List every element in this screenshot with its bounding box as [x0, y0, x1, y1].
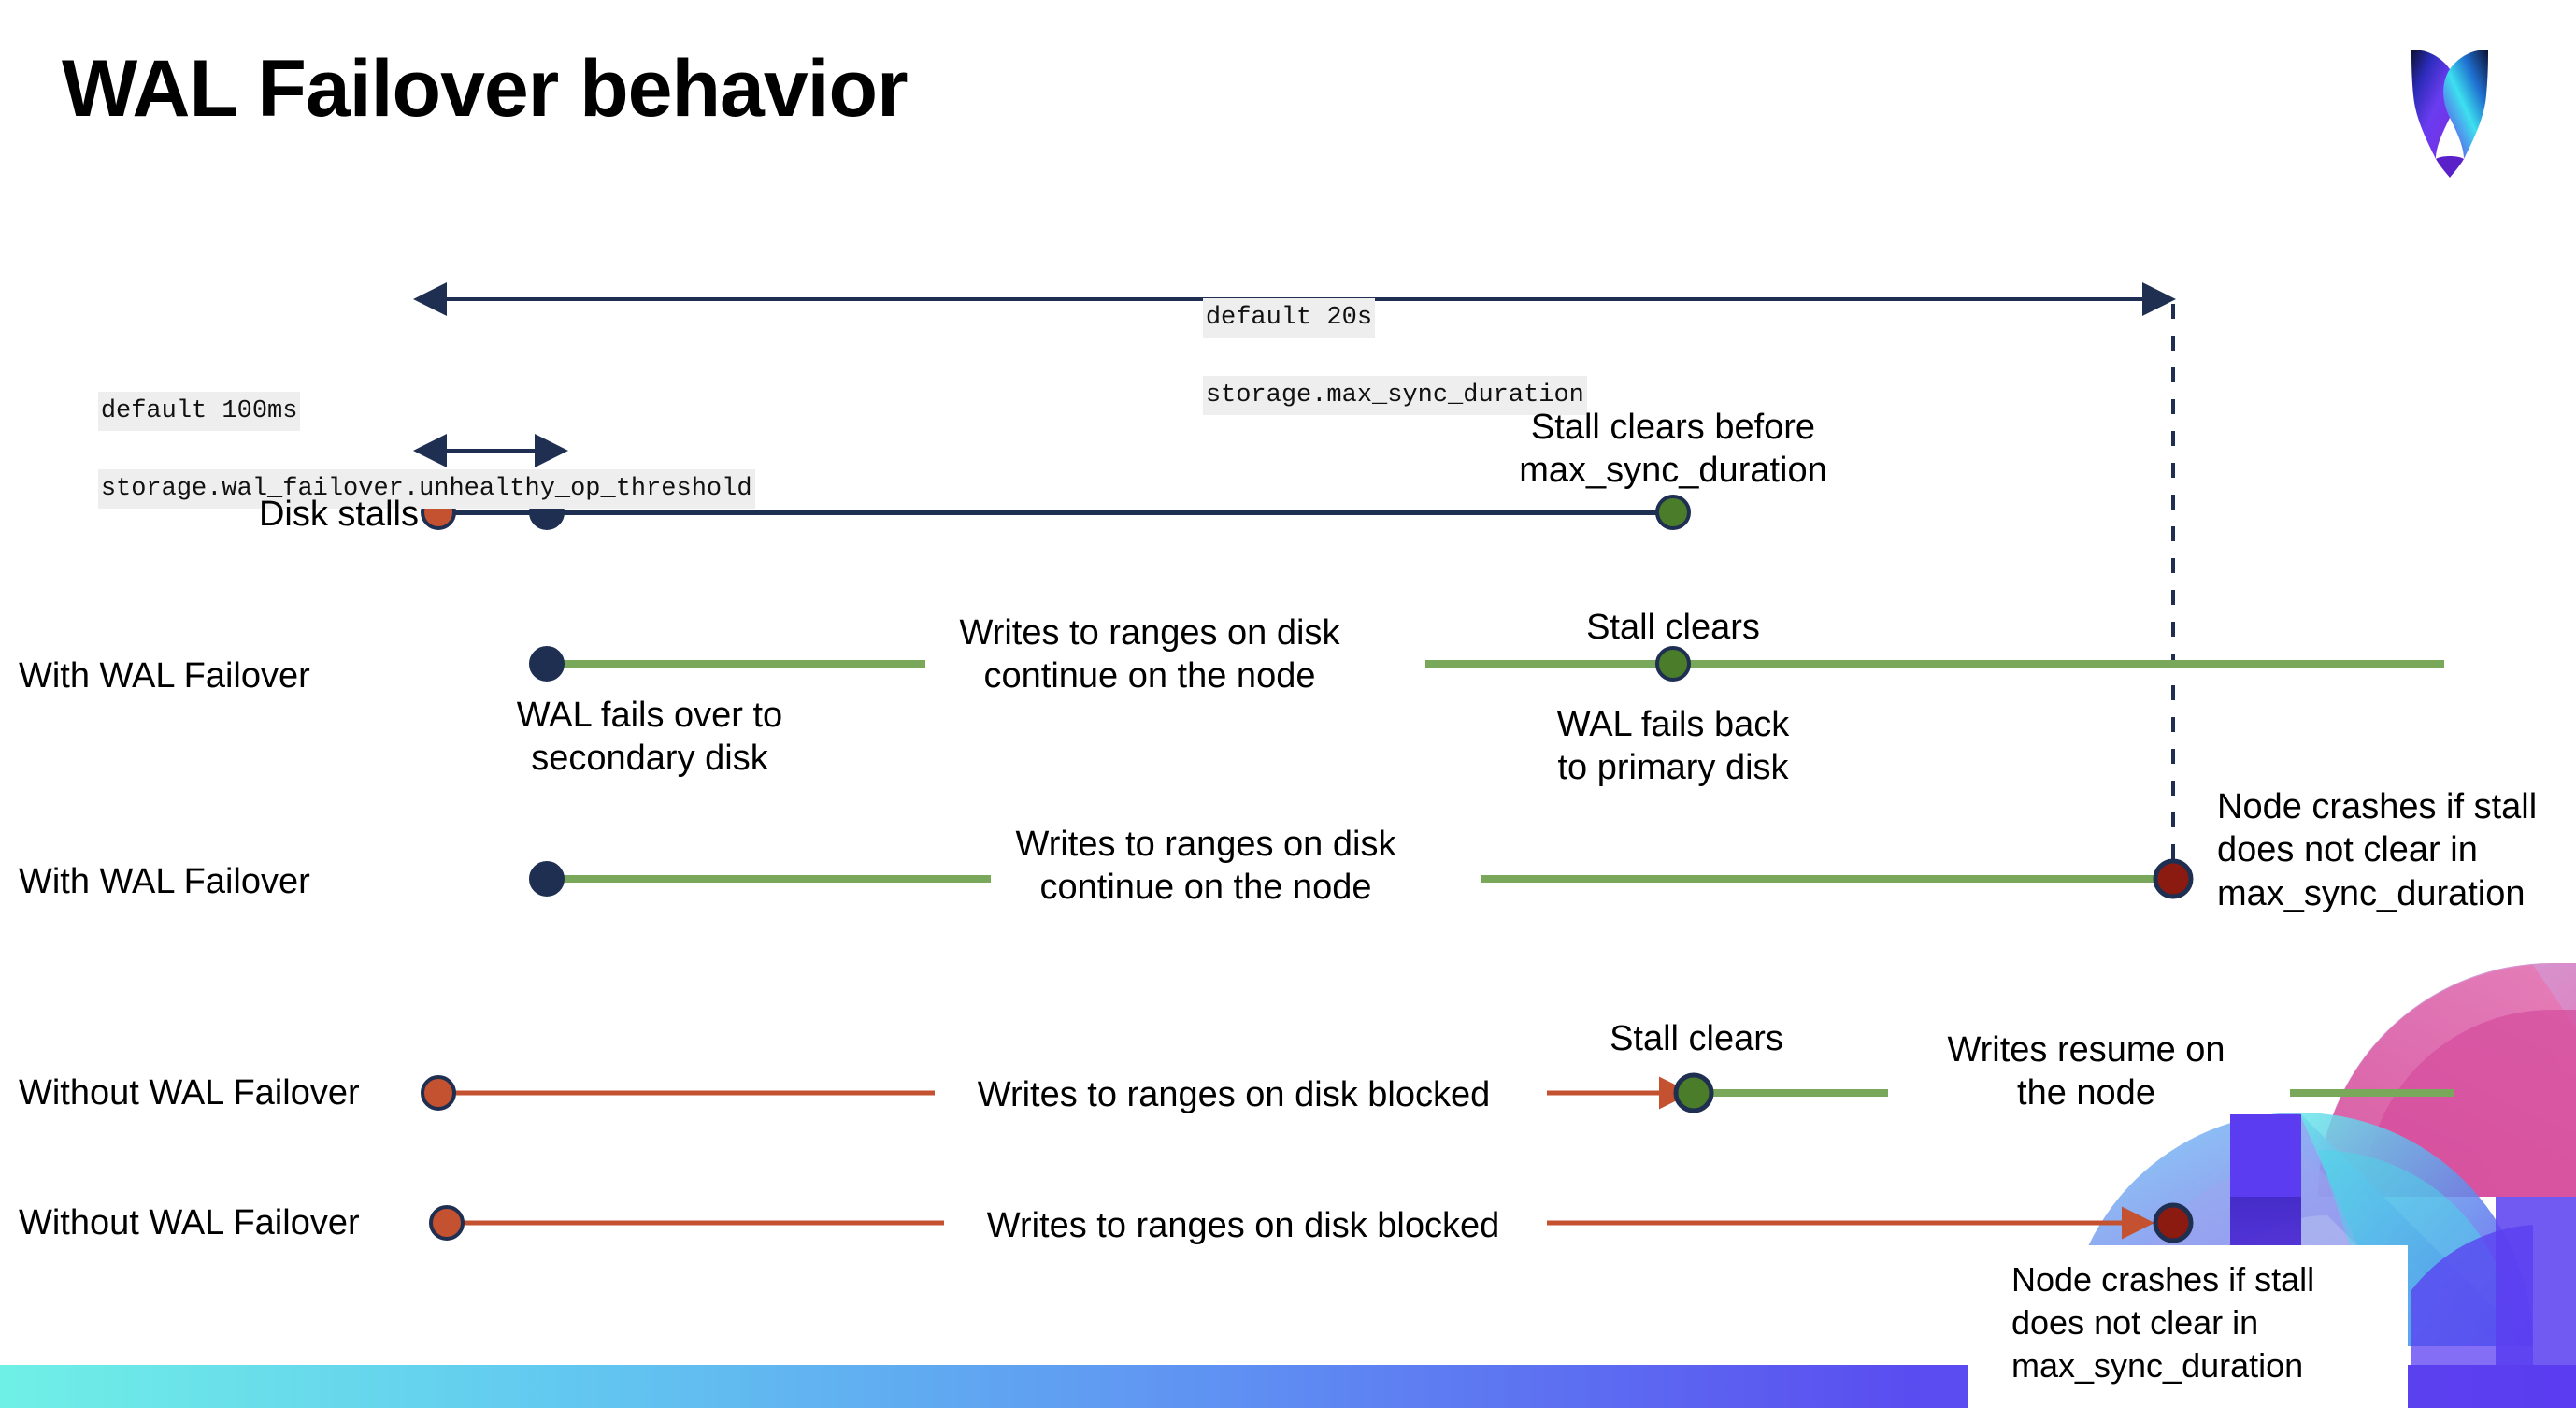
annotation-stall-clears-row4: Stall clears: [1610, 1019, 1783, 1058]
annotation-writes-continue-row2: Writes to ranges on disk continue on the…: [959, 613, 1340, 697]
annotation-writes-continue-row3: Writes to ranges on disk continue on the…: [1015, 825, 1396, 908]
max-sync-duration-code-label: default 20s storage.max_sync_duration: [1142, 260, 1587, 453]
row-label-with-wal-failover-1: With WAL Failover: [19, 656, 310, 696]
page-title: WAL Failover behavior: [62, 44, 909, 134]
annotation-node-crashes-row5: Node crashes if stall does not clear in …: [2011, 1260, 2315, 1386]
node-crash-callout-card: Node crashes if stall does not clear in …: [1968, 1245, 2408, 1408]
annotation-stall-clears-row2: Stall clears: [1586, 608, 1760, 647]
unhealthy-op-setting-text: storage.wal_failover.unhealthy_op_thresh…: [97, 468, 755, 509]
row-label-with-wal-failover-2: With WAL Failover: [19, 862, 310, 901]
unhealthy-op-threshold-code-label: default 100ms storage.wal_failover.unhea…: [37, 353, 755, 547]
annotation-wal-fails-over: WAL fails over to secondary disk: [516, 696, 783, 779]
annotation-writes-blocked-row5: Writes to ranges on disk blocked: [986, 1206, 1500, 1245]
row-without-wal-failover-recovers-track: [421, 1072, 2454, 1113]
max-sync-default-text: default 20s: [1202, 297, 1376, 338]
row-with-wal-failover-recovers-track: [529, 646, 2444, 682]
row-label-disk-stalls: Disk stalls: [258, 495, 419, 534]
row-without-wal-failover-crashes-track: [429, 1202, 2194, 1243]
annotation-writes-blocked-row4: Writes to ranges on disk blocked: [977, 1075, 1491, 1114]
unhealthy-op-default-text: default 100ms: [97, 391, 301, 431]
annotation-wal-fails-back: WAL fails back to primary disk: [1556, 705, 1790, 788]
max-sync-setting-text: storage.max_sync_duration: [1202, 375, 1587, 415]
row-with-wal-failover-crashes-track: [529, 858, 2194, 899]
row-label-without-wal-failover-2: Without WAL Failover: [19, 1203, 360, 1243]
annotation-writes-resume: Writes resume on the node: [1947, 1030, 2225, 1113]
annotation-stall-clears-before-max-sync: Stall clears before max_sync_duration: [1519, 408, 1827, 491]
annotation-node-crashes-row3: Node crashes if stall does not clear in …: [2217, 787, 2538, 913]
cockroachdb-logo-icon: [2389, 28, 2511, 178]
row-label-without-wal-failover-1: Without WAL Failover: [19, 1073, 360, 1113]
